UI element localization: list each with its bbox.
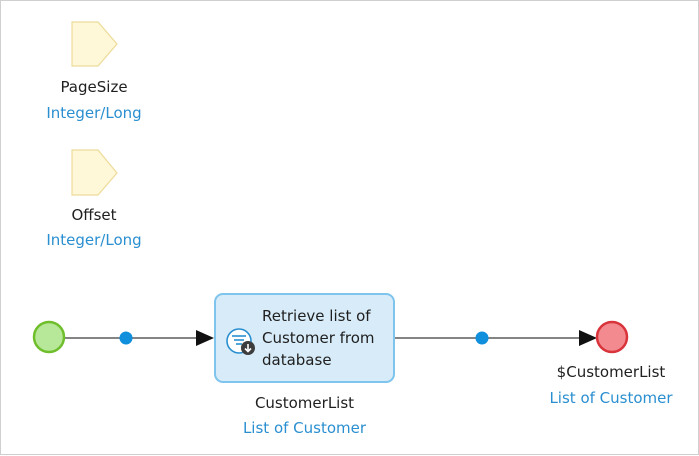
end-event-return-type: List of Customer bbox=[549, 389, 673, 407]
retrieve-activity-caption: Retrieve list of Customer from database bbox=[262, 307, 375, 369]
parameter-offset-name: Offset bbox=[71, 206, 117, 224]
parameter-offset-shape[interactable] bbox=[71, 149, 118, 196]
flow-arrowhead bbox=[196, 330, 214, 346]
end-event-return-value: $CustomerList bbox=[556, 363, 666, 381]
retrieve-database-icon bbox=[226, 328, 255, 355]
parameter-pagesize-shape[interactable] bbox=[71, 21, 118, 67]
parameter-offset-type: Integer/Long bbox=[46, 231, 142, 249]
start-event[interactable] bbox=[32, 320, 66, 354]
flow-midpoint-dot[interactable] bbox=[119, 331, 133, 345]
parameter-pagesize-type: Integer/Long bbox=[46, 104, 142, 122]
activity-output-name: CustomerList bbox=[254, 394, 355, 412]
flow-arrowhead bbox=[579, 330, 597, 346]
flow-midpoint-dot[interactable] bbox=[475, 331, 489, 345]
parameter-pagesize-name: PageSize bbox=[60, 78, 128, 96]
end-event[interactable] bbox=[595, 320, 629, 354]
activity-output-type: List of Customer bbox=[242, 419, 367, 437]
retrieve-activity[interactable]: Retrieve list of Customer from database bbox=[214, 293, 395, 383]
